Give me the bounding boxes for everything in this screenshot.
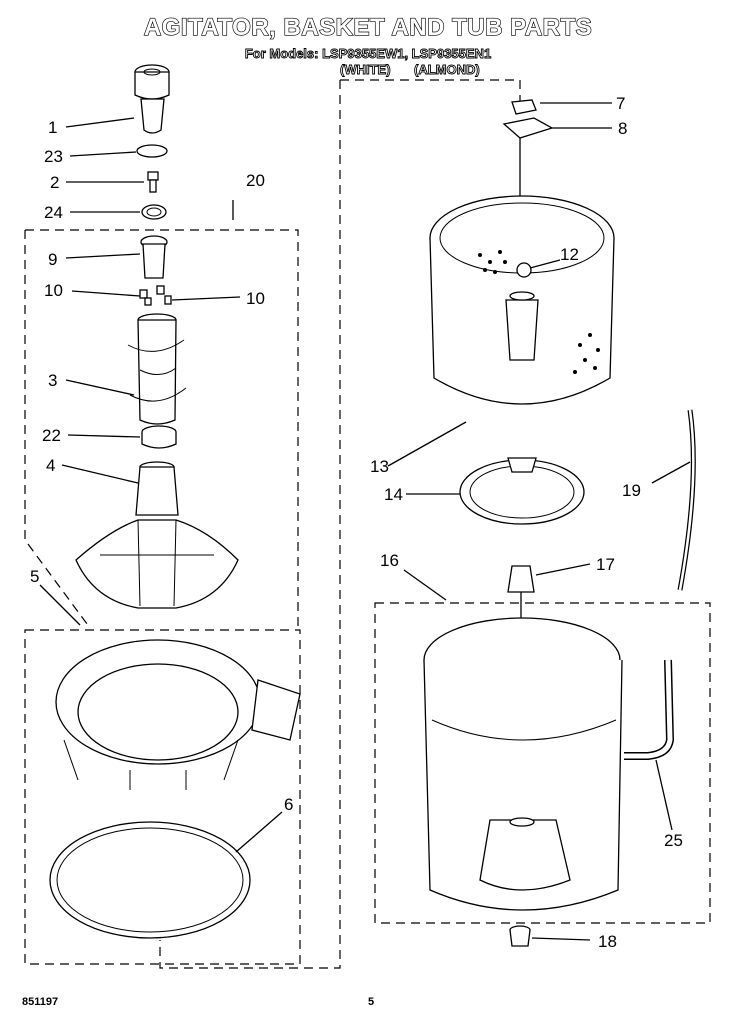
callout-5: 5 <box>30 567 39 586</box>
agitator-base <box>75 461 239 609</box>
callout-1: 1 <box>48 118 57 137</box>
cap-seal-ring <box>136 144 168 158</box>
callout-3: 3 <box>48 371 57 390</box>
outer-tub <box>423 617 623 911</box>
tub-clamp-ring <box>49 821 251 939</box>
callout-8: 8 <box>618 119 627 138</box>
agitator-auger <box>127 313 187 425</box>
diagram-title: AGITATOR, BASKET AND TUB PARTS <box>143 13 593 41</box>
agitator-cap <box>134 64 170 134</box>
callout-9: 9 <box>48 250 57 269</box>
callout-24: 24 <box>44 203 63 222</box>
basket-nut <box>516 262 532 278</box>
callout-10-left: 10 <box>44 281 63 300</box>
callout-10-right: 10 <box>246 289 265 308</box>
o-ring <box>141 204 167 220</box>
callout-6: 6 <box>284 795 293 814</box>
page-number: 5 <box>368 996 375 1008</box>
callout-23: 23 <box>44 147 63 166</box>
callout-13: 13 <box>370 457 389 476</box>
callout-25: 25 <box>664 831 683 850</box>
agitator-bolt <box>147 171 159 193</box>
footer-code: 851197 <box>22 996 59 1008</box>
agitator-cam <box>140 235 168 279</box>
auger-bearing <box>141 425 177 449</box>
agitator-dogs <box>139 285 172 306</box>
callout-17: 17 <box>596 555 615 574</box>
callout-20: 20 <box>246 171 265 190</box>
tub-hose <box>624 659 675 760</box>
callout-16: 16 <box>380 551 399 570</box>
tub-bearing <box>509 925 531 947</box>
hub-seal <box>507 565 535 593</box>
shaft-group-line <box>159 80 341 969</box>
agitator-group-box <box>24 229 299 629</box>
callout-4: 4 <box>46 456 55 475</box>
variant-white-label: (WHITE) <box>340 62 391 78</box>
callout-12: 12 <box>560 245 579 264</box>
variant-almond-label: (ALMOND) <box>414 62 481 78</box>
outer-tub-group-box <box>374 602 711 924</box>
model-subtitle: For Models: LSP9355EW1, LSP9355EN1 <box>244 46 492 62</box>
drive-block <box>502 117 554 139</box>
callout-2: 2 <box>50 173 59 192</box>
callout-18: 18 <box>598 932 617 951</box>
callout-7: 7 <box>616 94 625 113</box>
callout-14: 14 <box>384 485 403 504</box>
tub-ring-group-box <box>24 629 301 965</box>
callout-22: 22 <box>42 426 61 445</box>
callout-19: 19 <box>622 481 641 500</box>
tub-ring <box>55 639 301 790</box>
basket-drive-hub <box>459 457 585 525</box>
washer-basket <box>429 195 615 405</box>
drive-block-clip <box>511 99 537 115</box>
